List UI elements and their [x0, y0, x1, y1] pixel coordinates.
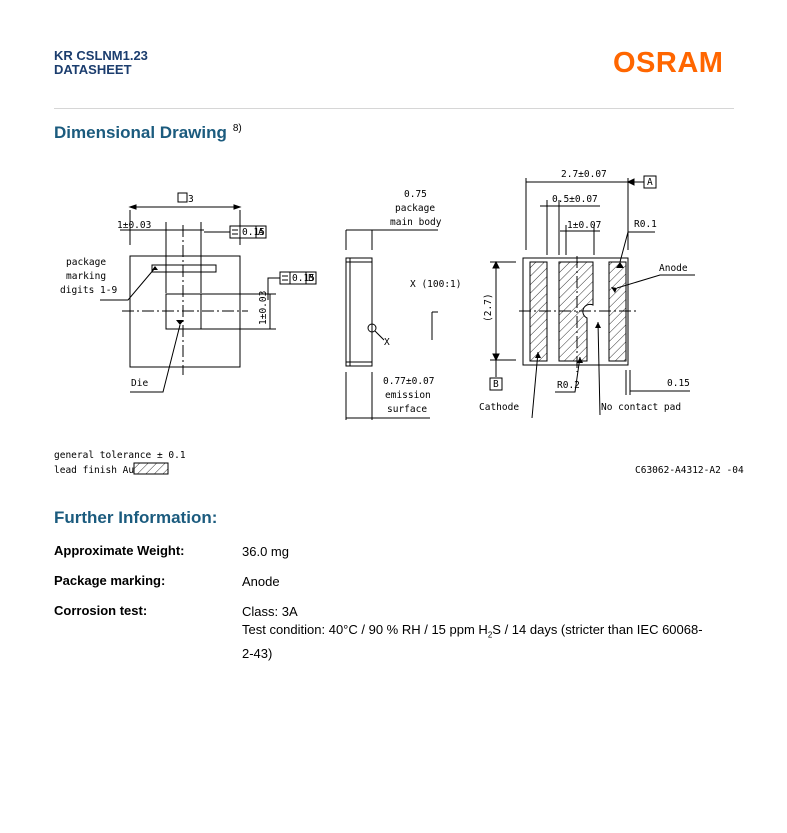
- package-marking-line1: package: [66, 257, 106, 268]
- pad-dim-label: 0.5±0.07: [552, 194, 598, 205]
- size-label: 3: [188, 194, 194, 205]
- datum-b-box-label: B: [493, 379, 499, 390]
- datum-b-ref: B: [308, 273, 314, 284]
- die-label: Die: [131, 378, 148, 389]
- datum-a-frame: [643, 175, 657, 189]
- width-dim-label: 2.7±0.07: [561, 169, 607, 180]
- package-marking-line3: digits 1-9: [60, 285, 117, 296]
- scale-note: X (100:1): [410, 279, 461, 290]
- inner-dim-label: 1±0.07: [567, 220, 601, 231]
- body-main-label: main body: [390, 217, 442, 228]
- osram-logo: OSRAM: [613, 47, 724, 79]
- height-dim-label: (2.7): [483, 293, 494, 322]
- body-package-label: package: [395, 203, 435, 214]
- drawing-number: C63062-A4312-A2 -04: [635, 465, 744, 476]
- dimensional-drawing-title: Dimensional Drawing: [54, 123, 227, 142]
- lead-finish-swatch: [133, 462, 169, 475]
- emission-dim-label: 0.77±0.07: [383, 376, 434, 387]
- anode-label: Anode: [659, 263, 688, 274]
- marking-value: Anode: [242, 574, 280, 589]
- corrosion-label: Corrosion test:: [54, 603, 148, 618]
- weight-label: Approximate Weight:: [54, 543, 185, 558]
- datum-b-frame: [489, 377, 503, 391]
- general-tolerance-note: general tolerance ± 0.1: [54, 450, 186, 461]
- tol-left-label: 1±0.03: [117, 220, 151, 231]
- no-contact-label: No contact pad: [601, 402, 681, 413]
- marking-bar: [151, 264, 217, 273]
- header-divider: [54, 108, 734, 109]
- marking-label: Package marking:: [54, 573, 166, 588]
- tol-vertical-label: 1±0.03: [258, 291, 269, 325]
- detail-x-label: X: [384, 337, 390, 348]
- radius-1-label: R0.1: [634, 219, 657, 230]
- radius-2-label: R0.2: [557, 380, 580, 391]
- dimensional-drawing-heading: Dimensional Drawing 8): [54, 123, 242, 143]
- square-symbol: [177, 192, 188, 203]
- datum-a-box-label: A: [647, 177, 653, 188]
- cathode-label: Cathode: [479, 402, 519, 413]
- body-dim-label: 0.75: [404, 189, 427, 200]
- lead-finish-note: lead finish Au: [54, 465, 134, 476]
- flatness-b-value: 0.15: [292, 273, 315, 284]
- footnote-reference: 8): [232, 123, 242, 135]
- weight-value: 36.0 mg: [242, 544, 289, 559]
- further-information-heading: Further Information:: [54, 508, 218, 527]
- flatness-a-value: 0.15: [242, 227, 265, 238]
- emission-label: emission: [385, 390, 431, 401]
- product-name: KR CSLNM1.23: [54, 48, 148, 63]
- corrosion-condition: Test condition: 40°C / 90 % RH / 15 ppm …: [242, 622, 703, 661]
- document-header: KR CSLNM1.23 DATASHEET: [54, 49, 148, 77]
- corrosion-class: Class: 3A: [242, 604, 298, 619]
- corrosion-value: Class: 3A Test condition: 40°C / 90 % RH…: [242, 603, 712, 663]
- side-view-outline: [345, 257, 373, 367]
- package-marking-line2: marking: [66, 271, 106, 282]
- document-type: DATASHEET: [54, 62, 132, 77]
- datum-a-ref: A: [258, 227, 264, 238]
- small-dim-label: 0.15: [667, 378, 690, 389]
- surface-label: surface: [387, 404, 427, 415]
